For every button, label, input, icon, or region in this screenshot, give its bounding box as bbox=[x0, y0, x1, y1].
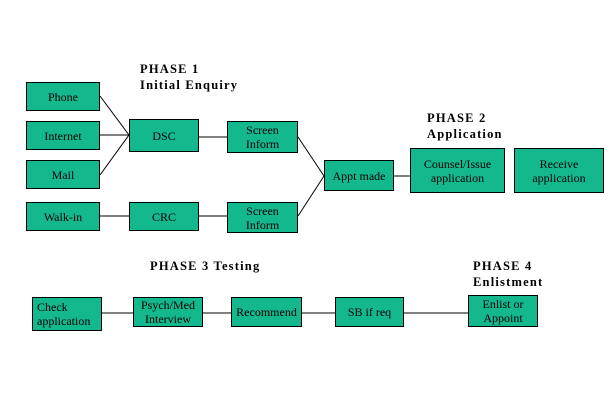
connector-screen-bottom-appt bbox=[297, 175, 325, 217]
phase1-heading: PHASE 1 bbox=[140, 62, 200, 76]
box-walkin: Walk-in bbox=[26, 202, 100, 231]
box-phone: Phone bbox=[26, 82, 100, 111]
box-dsc: DSC bbox=[129, 119, 199, 152]
box-crc: CRC bbox=[129, 202, 199, 231]
connector-screen-top-appt bbox=[297, 136, 325, 177]
box-psych-med-interview: Psych/Med Interview bbox=[133, 297, 203, 327]
phase4-heading: PHASE 4 bbox=[473, 259, 533, 273]
box-recommend: Recommend bbox=[231, 297, 302, 327]
connector-mail-dsc bbox=[99, 134, 130, 176]
phase1-title: Initial Enquiry bbox=[140, 78, 239, 92]
box-sb-if-req: SB if req bbox=[335, 297, 404, 327]
box-mail: Mail bbox=[26, 160, 100, 189]
phase4-title: Enlistment bbox=[473, 275, 544, 289]
box-internet: Internet bbox=[26, 121, 100, 150]
phase2-title: Application bbox=[427, 127, 503, 141]
box-counsel-issue: Counsel/Issue application bbox=[410, 148, 505, 193]
box-screen-inform-bottom: Screen Inform bbox=[227, 202, 298, 233]
phase2-heading: PHASE 2 bbox=[427, 111, 487, 125]
box-check-application: Check application bbox=[32, 297, 102, 331]
box-screen-inform-top: Screen Inform bbox=[227, 121, 298, 153]
box-appt-made: Appt made bbox=[324, 160, 394, 191]
phase3-heading: PHASE 3 Testing bbox=[150, 259, 261, 273]
box-enlist-or-appoint: Enlist or Appoint bbox=[468, 295, 538, 327]
box-receive-application: Receive application bbox=[514, 148, 604, 193]
connector-phone-dsc bbox=[99, 95, 130, 136]
